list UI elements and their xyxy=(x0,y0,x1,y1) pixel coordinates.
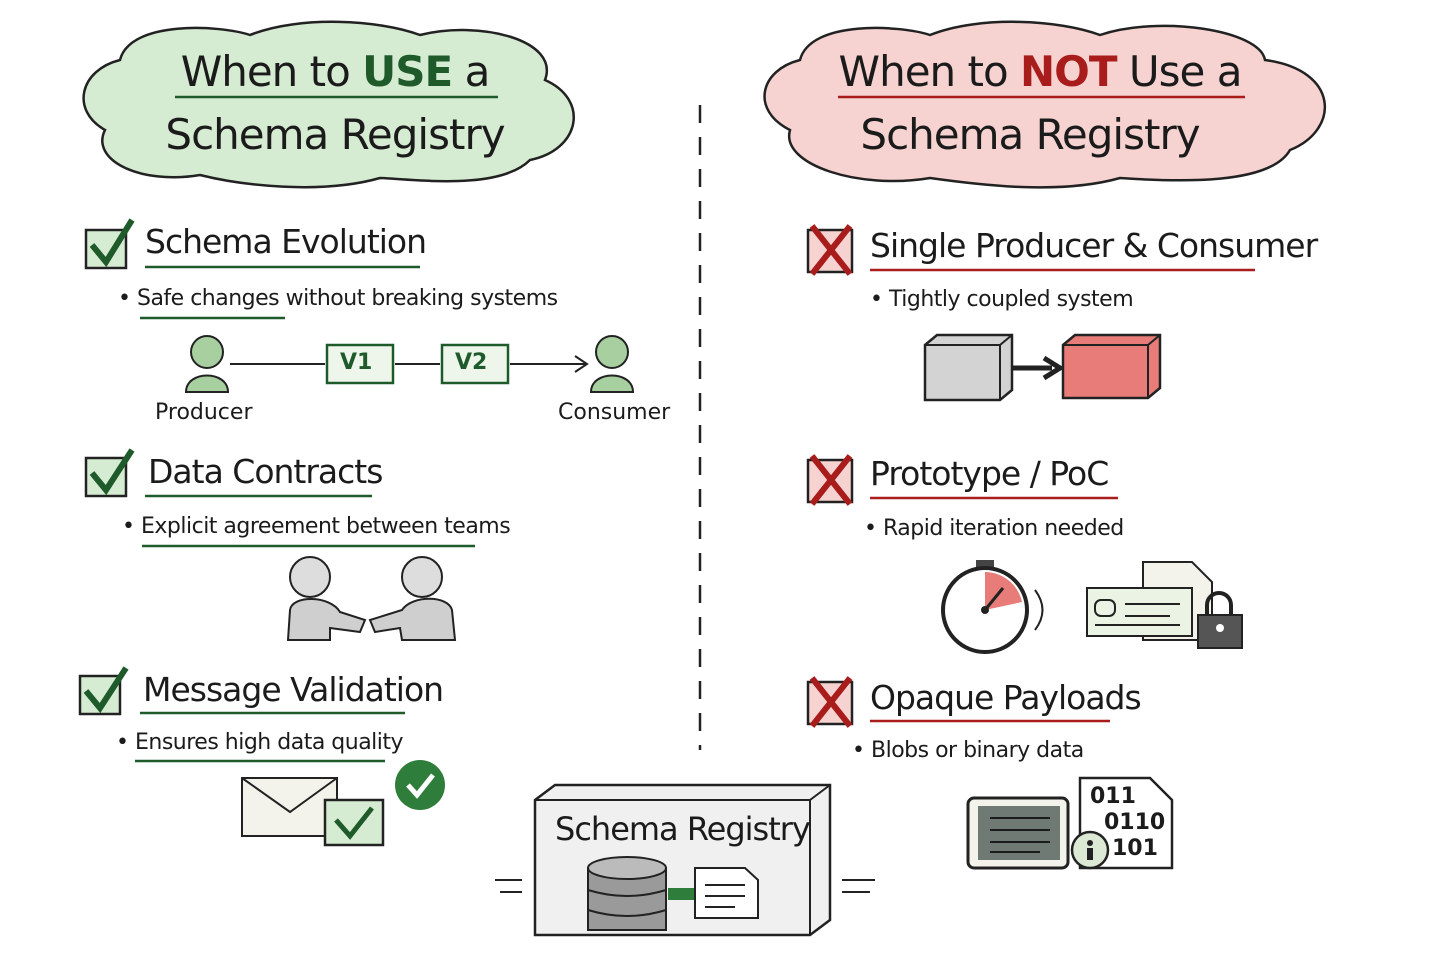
heading-underlines xyxy=(135,95,1255,763)
lock-icon xyxy=(1197,591,1243,649)
consumer-label: Consumer xyxy=(558,400,671,425)
heading-opaque-payloads: Opaque Payloads xyxy=(870,678,1142,717)
bullet-opaque-payloads: • Blobs or binary data xyxy=(852,738,1084,763)
arrow-icon xyxy=(510,355,589,373)
handshake-icon xyxy=(286,556,457,641)
id-card-icon xyxy=(1086,561,1213,641)
not-title-cloud xyxy=(763,20,1327,189)
bullet-data-contracts: • Explicit agreement between teams xyxy=(122,514,511,539)
validated-checkbox-icon xyxy=(323,798,385,847)
v2-label: V2 xyxy=(455,350,488,375)
stopwatch-icon xyxy=(941,560,1044,654)
schema-registry-label: Schema Registry xyxy=(555,810,811,848)
checkmark-icon xyxy=(84,448,135,498)
heading-data-contracts: Data Contracts xyxy=(148,452,383,491)
not-title-line2: Schema Registry xyxy=(860,110,1200,159)
envelope-icon xyxy=(241,777,338,837)
consumer-icon xyxy=(589,335,635,393)
check-circle-icon xyxy=(395,760,445,810)
schema-v1-doc-icon xyxy=(325,343,395,385)
gray-service-cube-icon xyxy=(923,333,1014,402)
checkmark-icon xyxy=(78,666,129,716)
x-mark-icon xyxy=(806,676,854,728)
checkmark-icon xyxy=(84,218,135,270)
producer-label: Producer xyxy=(155,400,253,425)
bullet-message-validation: • Ensures high data quality xyxy=(116,730,404,755)
bullet-prototype-poc: • Rapid iteration needed xyxy=(864,516,1124,541)
schema-v2-doc-icon xyxy=(440,343,510,385)
use-title-line2: Schema Registry xyxy=(165,110,505,159)
producer-icon xyxy=(184,335,230,393)
use-title: When to USE a xyxy=(180,47,491,96)
database-icon xyxy=(587,856,698,931)
red-service-cube-icon xyxy=(1061,333,1162,400)
schema-registry-box xyxy=(495,783,875,937)
heading-message-validation: Message Validation xyxy=(143,670,444,709)
document-icon xyxy=(694,867,759,919)
heading-single-producer-consumer: Single Producer & Consumer xyxy=(870,226,1318,265)
v1-label: V1 xyxy=(340,350,373,375)
use-title-cloud xyxy=(82,20,575,189)
not-title: When to NOT Use a xyxy=(838,47,1243,96)
coupling-arrow-icon xyxy=(1012,355,1065,381)
info-lock-icon xyxy=(1070,830,1110,870)
bullet-single-producer-consumer: • Tightly coupled system xyxy=(870,287,1134,312)
x-mark-icon xyxy=(806,454,854,506)
bullet-schema-evolution: • Safe changes without breaking systems xyxy=(118,286,558,311)
x-mark-icon xyxy=(806,224,854,276)
binary-text: 011 0110 101 xyxy=(1090,784,1166,861)
heading-schema-evolution: Schema Evolution xyxy=(145,222,427,261)
opaque-blob-icon xyxy=(966,796,1070,870)
heading-prototype-poc: Prototype / PoC xyxy=(870,454,1109,493)
